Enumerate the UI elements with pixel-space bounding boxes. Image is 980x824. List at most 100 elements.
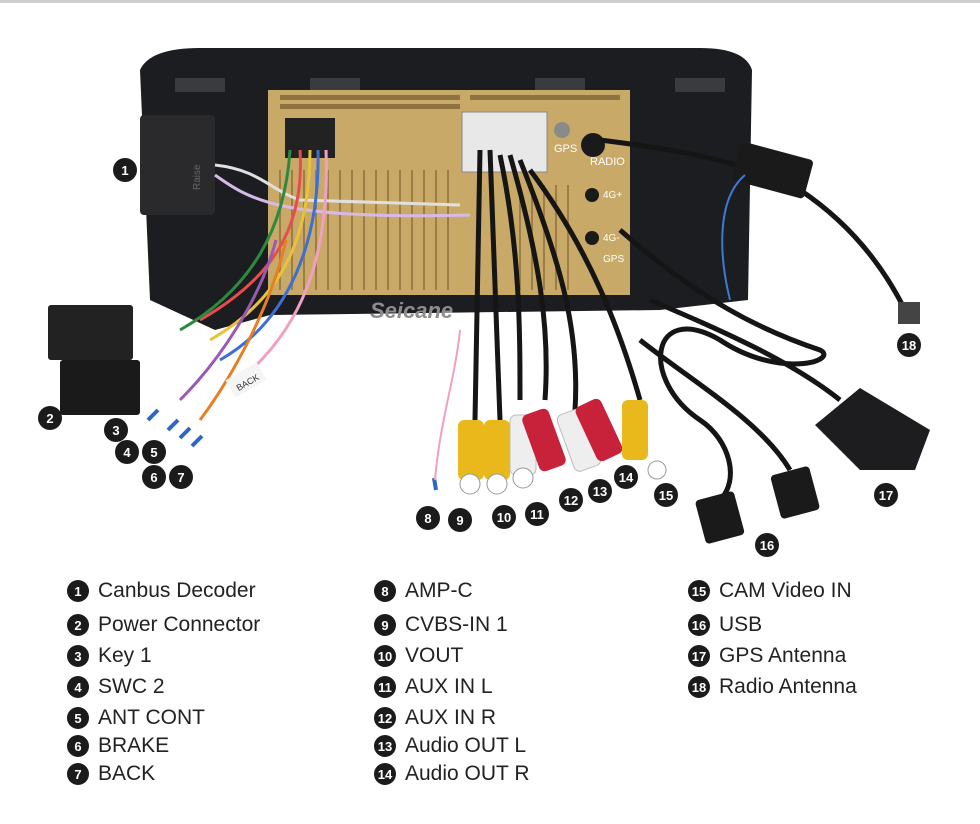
callout-9: 9 (456, 513, 463, 528)
legend-item: 18 Radio Antenna (688, 674, 857, 700)
legend-number: 10 (374, 645, 396, 667)
back-tag (225, 362, 267, 398)
gps-port-label: GPS (554, 143, 577, 155)
legend-item: 5 ANT CONT (67, 705, 205, 731)
legend-number: 16 (688, 614, 710, 636)
decoder-text: Raise (192, 164, 203, 190)
legend-number: 13 (374, 735, 396, 757)
usb-plug (695, 491, 745, 544)
rca-plugs (458, 398, 667, 495)
harness-wires (178, 149, 471, 421)
legend-label: AMP-C (405, 579, 473, 602)
legend-item: 11 AUX IN L (374, 674, 493, 700)
legend-number: 5 (67, 707, 89, 729)
legend-item: 9 CVBS-IN 1 (374, 612, 508, 638)
callout-16: 16 (760, 538, 774, 553)
legend-number: 8 (374, 580, 396, 602)
callout-5: 5 (150, 445, 157, 460)
amp-wire (434, 329, 461, 481)
callout-4: 4 (123, 445, 131, 460)
legend-label: Audio OUT R (405, 762, 530, 785)
gps-antenna-cable (649, 297, 842, 402)
4g-plus-label: 4G+ (603, 190, 622, 201)
legend-label: Canbus Decoder (98, 579, 256, 602)
legend-number: 4 (67, 676, 89, 698)
callout-18: 18 (902, 338, 916, 353)
usb-cables (618, 228, 827, 502)
legend-number: 15 (688, 580, 710, 602)
callout-13: 13 (593, 484, 607, 499)
legend-number: 6 (67, 735, 89, 757)
legend-item: 16 USB (688, 612, 762, 638)
mount-clip (175, 78, 225, 92)
radio-port-label: RADIO (590, 156, 625, 168)
antenna-blue-wire (721, 174, 746, 301)
canbus-decoder (140, 115, 215, 215)
legend-label: BACK (98, 762, 156, 785)
legend-item: 12 AUX IN R (374, 705, 496, 731)
legend-label: ANT CONT (98, 706, 205, 729)
4g-plus-port (585, 188, 599, 202)
mount-clip (675, 78, 725, 92)
callout-2: 2 (46, 411, 53, 426)
legend-label: SWC 2 (98, 675, 165, 698)
legend-label: Radio Antenna (719, 675, 857, 698)
legend-label: CVBS-IN 1 (405, 613, 508, 636)
legend-number: 9 (374, 614, 396, 636)
legend-item: 15 CAM Video IN (688, 578, 852, 604)
legend-number: 1 (67, 580, 89, 602)
legend-number: 7 (67, 763, 89, 785)
legend-number: 11 (374, 676, 396, 698)
heatsink-slots (280, 95, 620, 109)
callout-markers: 1 2 3 4 5 6 7 8 9 10 11 12 13 14 15 16 1… (38, 158, 921, 557)
legend-item: 1 Canbus Decoder (67, 578, 256, 604)
legend-number: 18 (688, 676, 710, 698)
legend-label: VOUT (405, 644, 464, 667)
callout-1: 1 (121, 163, 128, 178)
callout-17: 17 (879, 488, 893, 503)
legend-label: CAM Video IN (719, 579, 852, 602)
gps-antenna-puck (815, 388, 930, 470)
gps2-port-label: GPS (603, 254, 624, 265)
legend-number: 17 (688, 645, 710, 667)
radio-port (581, 133, 605, 157)
legend-label: Audio OUT L (405, 734, 527, 757)
legend-item: 8 AMP-C (374, 578, 473, 604)
callout-11: 11 (530, 507, 544, 522)
mount-clip (310, 78, 360, 92)
legend-label: Key 1 (98, 644, 152, 667)
radio-antenna-plug (898, 302, 920, 324)
4g-minus-label: 4G- (603, 233, 620, 244)
mount-clip (535, 78, 585, 92)
power-connector (60, 360, 140, 415)
callout-6: 6 (150, 470, 157, 485)
4g-minus-port (585, 231, 599, 245)
callout-8: 8 (424, 511, 431, 526)
legend-item: 13 Audio OUT L (374, 733, 526, 759)
callout-15: 15 (659, 488, 673, 503)
legend-item: 2 Power Connector (67, 612, 260, 638)
legend-item: 3 Key 1 (67, 643, 152, 669)
brand-watermark: Seicane (370, 298, 453, 323)
usb-plug (770, 466, 820, 519)
callout-3: 3 (112, 423, 119, 438)
legend-item: 14 Audio OUT R (374, 761, 530, 787)
legend-number: 2 (67, 614, 89, 636)
top-divider (0, 0, 980, 3)
radio-antenna-box (731, 142, 813, 199)
wiring-photo: GPS RADIO 4G+ 4G- GPS Seicane Raise BACK (38, 48, 930, 557)
legend-item: 6 BRAKE (67, 733, 169, 759)
callout-7: 7 (177, 470, 184, 485)
legend-item: 10 VOUT (374, 643, 463, 669)
power-connector (48, 305, 133, 360)
legend-number: 12 (374, 707, 396, 729)
legend-item: 7 BACK (67, 761, 155, 787)
wire-tips (146, 408, 438, 491)
legend-number: 14 (374, 763, 396, 785)
gps-port (554, 122, 570, 138)
av-socket (461, 111, 548, 173)
legend-label: AUX IN L (405, 675, 493, 698)
legend-number: 3 (67, 645, 89, 667)
callout-14: 14 (619, 470, 634, 485)
legend-label: AUX IN R (405, 706, 497, 729)
